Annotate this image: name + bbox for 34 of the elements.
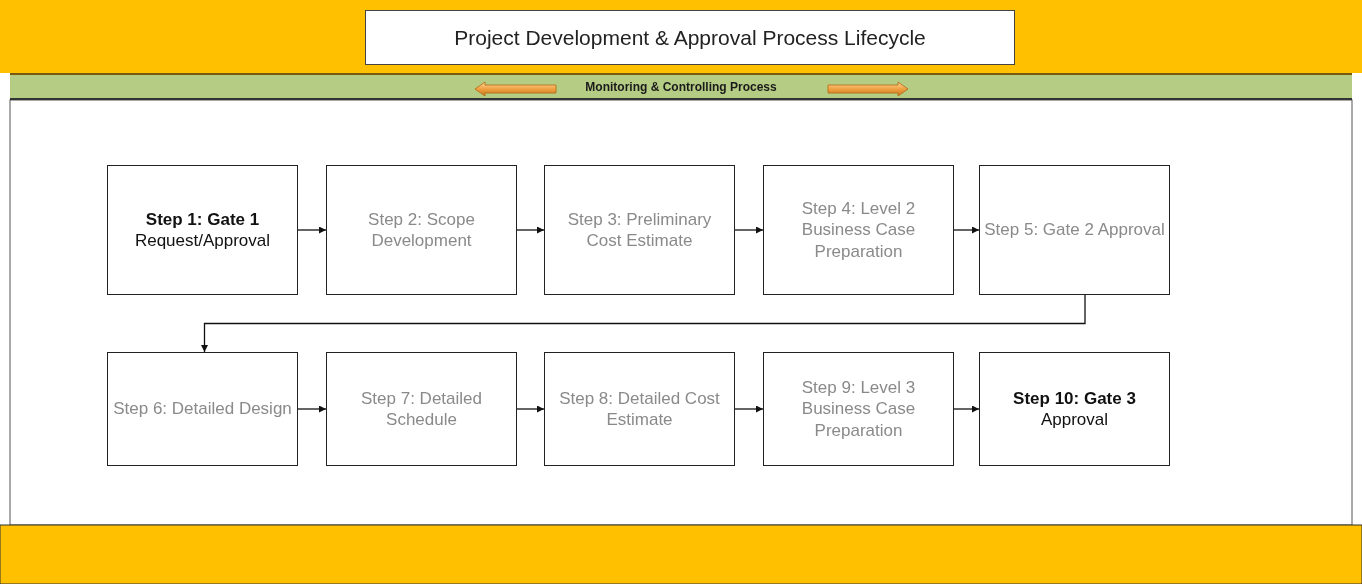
process-box — [107, 165, 298, 295]
arrow — [953, 226, 980, 234]
process-box — [326, 352, 517, 466]
step-label: Step 9: Level 3 Business Case Preparation — [800, 377, 917, 441]
step-label: Step 2: Scope Development — [367, 208, 476, 252]
arrow — [516, 226, 545, 234]
arrow — [734, 405, 764, 413]
band-label: Monitoring & Controlling Process — [585, 79, 777, 94]
arrow — [201, 294, 1086, 353]
arrow — [297, 405, 327, 413]
process-box — [763, 352, 954, 466]
step-label: Request/Approval — [134, 230, 271, 252]
step-label: Step 6: Detailed Design — [113, 398, 292, 420]
arrow — [734, 226, 764, 234]
process-band — [10, 73, 1352, 100]
step-heading: Step 10: Gate 3 — [1013, 387, 1136, 409]
process-box — [544, 165, 735, 295]
step-label: Step 8: Detailed Cost Estimate — [558, 387, 721, 431]
arrow — [953, 405, 980, 413]
process-box — [763, 165, 954, 295]
step-label: Step 4: Level 2 Business Case Preparation — [800, 198, 917, 262]
arrow — [297, 226, 327, 234]
step-label: Step 3: Preliminary Cost Estimate — [566, 208, 713, 252]
process-box — [979, 165, 1170, 295]
step-label: Step 7: Detailed Schedule — [360, 387, 483, 431]
step-heading: Step 1: Gate 1 — [145, 208, 260, 230]
step-label: Approval — [1040, 409, 1109, 431]
step-label: Step 5: Gate 2 Approval — [984, 219, 1165, 241]
arrow — [516, 405, 545, 413]
title-box: Project Development & Approval Process Lifecycle — [365, 10, 1015, 65]
process-box — [544, 352, 735, 466]
process-box — [107, 352, 298, 466]
process-box — [979, 352, 1170, 466]
process-box — [326, 165, 517, 295]
